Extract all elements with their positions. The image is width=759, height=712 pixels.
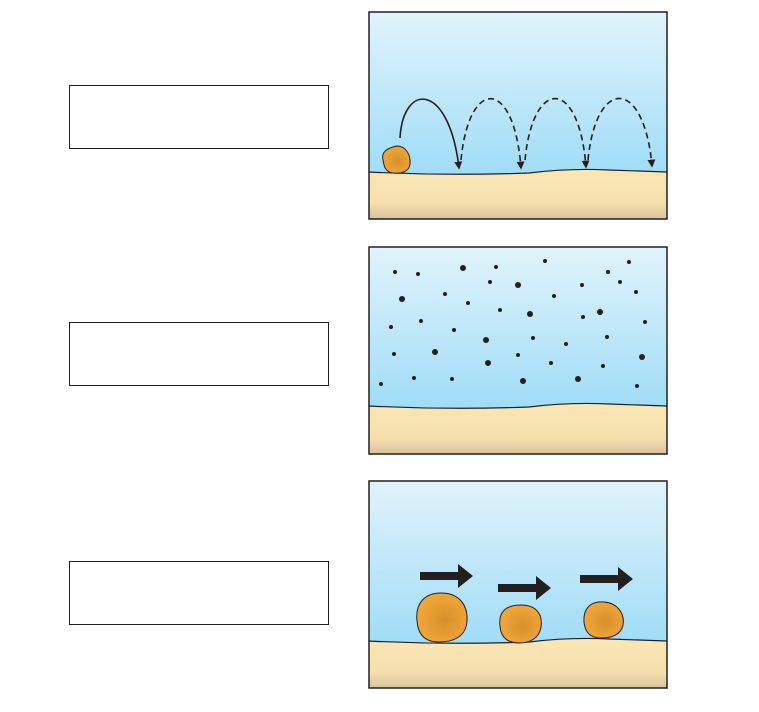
suspended-particle	[597, 309, 603, 315]
suspended-particle	[443, 292, 447, 296]
suspended-particle	[389, 325, 393, 329]
suspended-particle	[416, 272, 420, 276]
suspended-particle	[520, 378, 526, 384]
suspended-particle	[488, 280, 492, 284]
suspended-particle	[452, 328, 456, 332]
panel-saltation	[368, 11, 668, 220]
saltation-path-dashed	[587, 97, 656, 168]
suspended-particle	[450, 377, 454, 381]
suspended-particle	[618, 280, 622, 284]
suspended-particle	[635, 384, 639, 388]
suspended-particle	[432, 349, 438, 355]
boulder-icon	[416, 592, 468, 643]
suspended-particle	[643, 320, 647, 324]
suspended-particle	[627, 260, 631, 264]
suspended-particle	[605, 335, 609, 339]
suspended-particle	[580, 283, 584, 287]
saltation-path-dashed	[524, 97, 590, 169]
suspended-particle	[516, 353, 520, 357]
suspended-particle	[549, 361, 553, 365]
suspended-particle	[515, 282, 521, 288]
suspended-particle	[606, 270, 610, 274]
boulder-icon	[499, 604, 542, 644]
panel-traction	[368, 480, 668, 689]
suspended-particle	[498, 308, 502, 312]
answer-box-3[interactable]	[69, 561, 329, 625]
answer-box-1[interactable]	[69, 85, 329, 149]
suspended-particle	[494, 265, 498, 269]
suspended-particle	[485, 360, 491, 366]
suspended-particle	[399, 296, 405, 302]
arrow-right-icon	[498, 576, 551, 600]
suspended-particle	[393, 270, 397, 274]
suspended-particle	[575, 376, 581, 382]
saltation-path-solid	[399, 98, 463, 170]
suspended-particle	[543, 259, 547, 263]
answer-box-2[interactable]	[69, 322, 329, 386]
suspended-particle	[379, 382, 383, 386]
suspended-particle	[466, 301, 470, 305]
suspended-particle	[581, 315, 585, 319]
suspended-particle	[564, 342, 568, 346]
panel-suspension	[368, 246, 668, 455]
suspended-particle	[412, 376, 416, 380]
suspended-particle	[483, 337, 489, 343]
suspended-particle	[460, 265, 466, 271]
suspended-particle	[419, 319, 423, 323]
grain-icon	[382, 145, 411, 174]
suspended-particle	[634, 290, 638, 294]
saltation-path-dashed	[460, 98, 525, 170]
boulder-icon	[583, 601, 624, 639]
suspended-particle	[552, 294, 556, 298]
arrow-right-icon	[420, 564, 473, 588]
arrow-right-icon	[580, 567, 633, 591]
suspended-particle	[527, 311, 533, 317]
suspended-particle	[392, 352, 396, 356]
suspended-particle	[639, 354, 645, 360]
suspended-particle	[531, 336, 535, 340]
suspended-particle	[601, 364, 605, 368]
